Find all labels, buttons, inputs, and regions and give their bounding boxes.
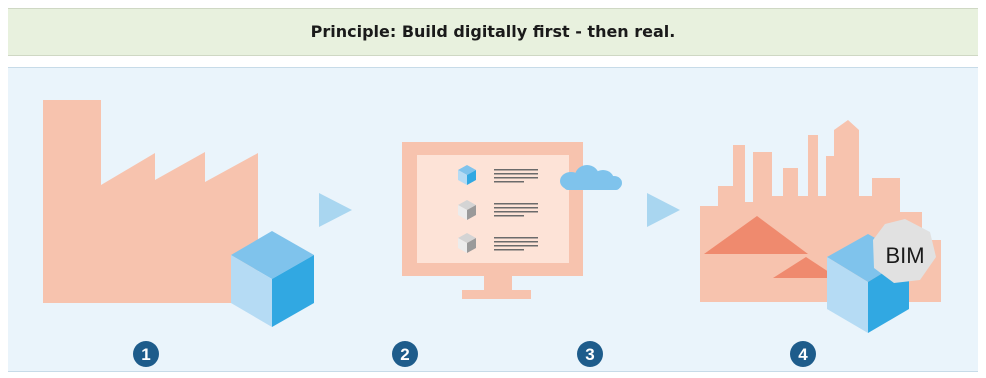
checklist-row-1: [458, 165, 538, 185]
cloud-icon: [560, 165, 622, 190]
step-number: 1: [141, 345, 150, 364]
arrow-right-icon: [319, 193, 352, 227]
step-badge-3: 3: [577, 341, 603, 367]
step-badge-1: 1: [133, 341, 159, 367]
principle-banner: Principle: Build digitally first - then …: [8, 8, 978, 56]
step-badge-4: 4: [790, 341, 816, 367]
arrow-right-icon: [647, 193, 680, 227]
computer-screen-icon: [402, 142, 583, 299]
roof-icon: [773, 257, 838, 278]
checklist-row-3: [458, 233, 538, 253]
checklist-row-2: [458, 200, 538, 220]
step-number: 4: [798, 345, 808, 364]
step-badge-2: 2: [392, 341, 418, 367]
factory-icon: [43, 100, 258, 303]
bim-label: BIM: [885, 243, 924, 268]
roof-icon: [704, 216, 808, 254]
step-number: 3: [585, 345, 594, 364]
principle-text: Principle: Build digitally first - then …: [310, 22, 676, 41]
step-number: 2: [400, 345, 409, 364]
cube-icon: [231, 231, 314, 327]
bim-hexagon-icon: BIM: [873, 219, 936, 283]
